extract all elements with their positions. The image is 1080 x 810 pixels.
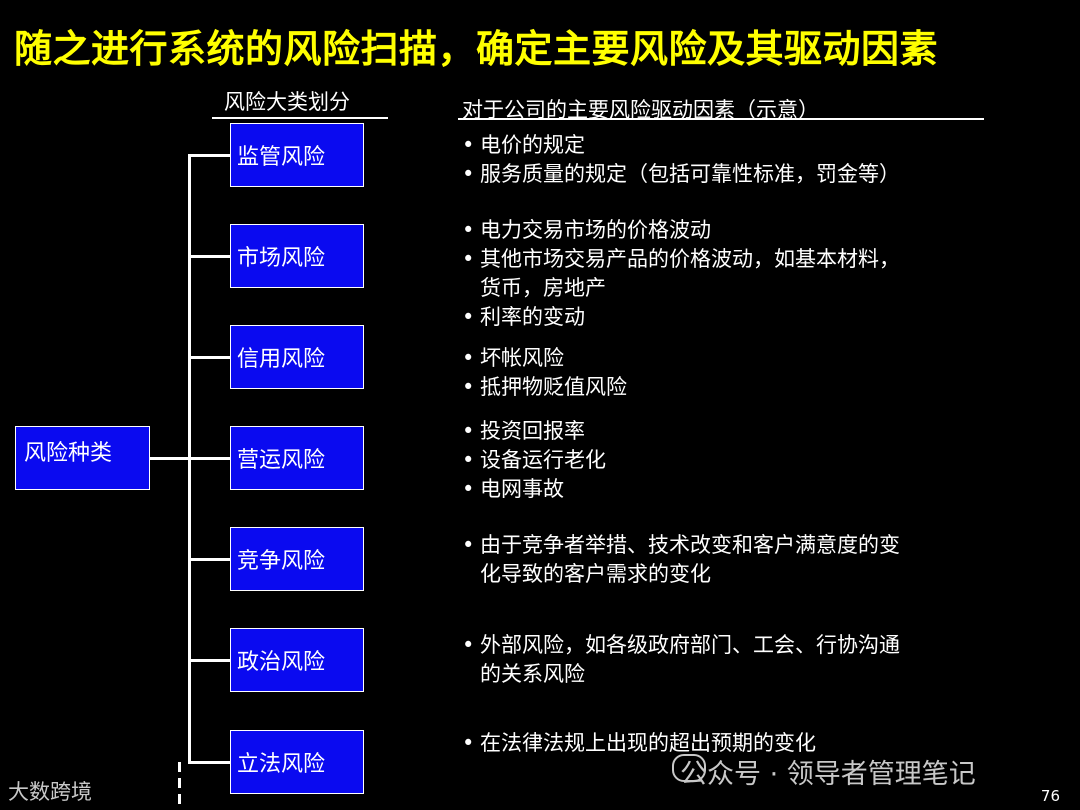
driver-item: 服务质量的规定（包括可靠性标准，罚金等）	[462, 160, 900, 189]
root-node-risk-types: 风险种类	[15, 426, 150, 490]
branch-connector	[190, 659, 230, 662]
category-box: 监管风险	[230, 123, 364, 187]
page-number: 76	[1040, 787, 1060, 805]
category-box: 政治风险	[230, 628, 364, 692]
driver-list: 在法律法规上出现的超出预期的变化	[462, 729, 816, 758]
header-risk-categories: 风险大类划分	[224, 90, 350, 114]
driver-item-continuation: 的关系风险	[480, 662, 585, 686]
driver-item: 由于竞争者举措、技术改变和客户满意度的变	[462, 531, 900, 560]
logo: 大数跨境	[8, 780, 92, 804]
driver-list: 坏帐风险抵押物贬值风险	[462, 344, 627, 402]
driver-item: 在法律法规上出现的超出预期的变化	[462, 729, 816, 758]
driver-item: 电力交易市场的价格波动	[462, 216, 900, 245]
driver-item: 设备运行老化	[462, 446, 606, 475]
category-box: 竞争风险	[230, 527, 364, 591]
trunk-dashed-continuation	[178, 762, 181, 810]
category-box: 信用风险	[230, 325, 364, 389]
branch-connector	[190, 154, 230, 157]
driver-item: 电价的规定	[462, 131, 900, 160]
driver-list: 电力交易市场的价格波动其他市场交易产品的价格波动，如基本材料，货币，房地产利率的…	[462, 216, 900, 332]
driver-list: 投资回报率设备运行老化电网事故	[462, 417, 606, 504]
page-title: 随之进行系统的风险扫描，确定主要风险及其驱动因素	[14, 27, 939, 71]
header-left-underline	[212, 117, 388, 119]
root-connector	[150, 457, 190, 460]
driver-item: 其他市场交易产品的价格波动，如基本材料，	[462, 245, 900, 274]
driver-item: 电网事故	[462, 475, 606, 504]
header-right-underline	[458, 118, 984, 120]
driver-item: 投资回报率	[462, 417, 606, 446]
driver-list: 电价的规定服务质量的规定（包括可靠性标准，罚金等）	[462, 131, 900, 189]
driver-item: 外部风险，如各级政府部门、工会、行协沟通	[462, 631, 900, 660]
branch-connector	[190, 255, 230, 258]
watermark: 公众号 · 领导者管理笔记	[680, 759, 976, 790]
branch-connector	[190, 761, 230, 764]
driver-item: 坏帐风险	[462, 344, 627, 373]
driver-item-continuation: 货币，房地产	[480, 276, 606, 300]
branch-connector	[190, 457, 230, 460]
branch-connector	[190, 356, 230, 359]
category-box: 市场风险	[230, 224, 364, 288]
driver-item: 利率的变动	[462, 303, 900, 332]
category-box: 立法风险	[230, 730, 364, 794]
branch-connector	[190, 558, 230, 561]
category-box: 营运风险	[230, 426, 364, 490]
wechat-icon	[672, 754, 706, 782]
driver-item-continuation: 化导致的客户需求的变化	[480, 562, 711, 586]
driver-item: 抵押物贬值风险	[462, 373, 627, 402]
